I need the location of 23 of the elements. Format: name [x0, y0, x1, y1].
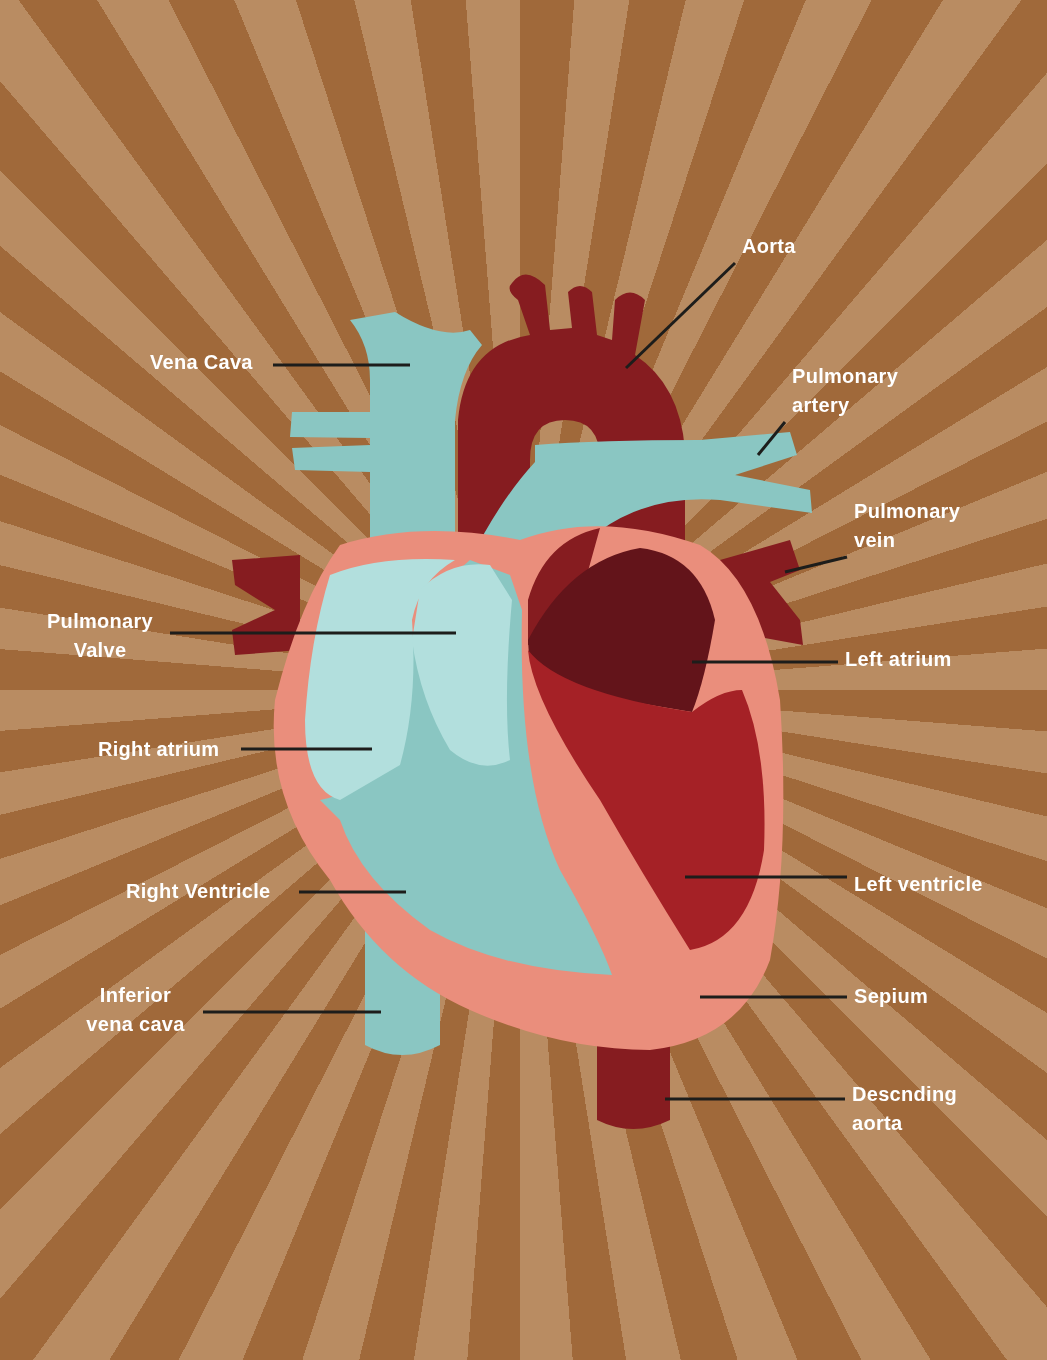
part-label: Descnding aorta [845, 1078, 985, 1140]
leader-line [784, 555, 848, 574]
leader-line [685, 875, 847, 879]
leader-line [624, 261, 737, 370]
part-label: Pulmonary vein [847, 495, 977, 557]
part-label: Vena Cava [143, 346, 273, 379]
leader-line [203, 1010, 381, 1014]
part-label: Right Ventricle [119, 875, 299, 908]
leader-line [170, 631, 456, 635]
part-label: Pulmonary artery [785, 360, 915, 422]
part-label: Inferior vena cava [68, 979, 203, 1041]
leader-line [665, 1097, 845, 1101]
part-label: Right atrium [91, 733, 241, 766]
part-label: Left atrium [838, 643, 978, 676]
part-label: Sepium [847, 980, 947, 1013]
leader-line [241, 747, 372, 751]
part-label: Pulmonary Valve [30, 605, 170, 667]
leader-line [273, 363, 410, 367]
part-label: Aorta [735, 230, 815, 263]
leader-line [299, 890, 406, 894]
leader-line [700, 995, 847, 999]
leader-line [692, 660, 838, 664]
part-label: Left ventricle [847, 868, 1007, 901]
